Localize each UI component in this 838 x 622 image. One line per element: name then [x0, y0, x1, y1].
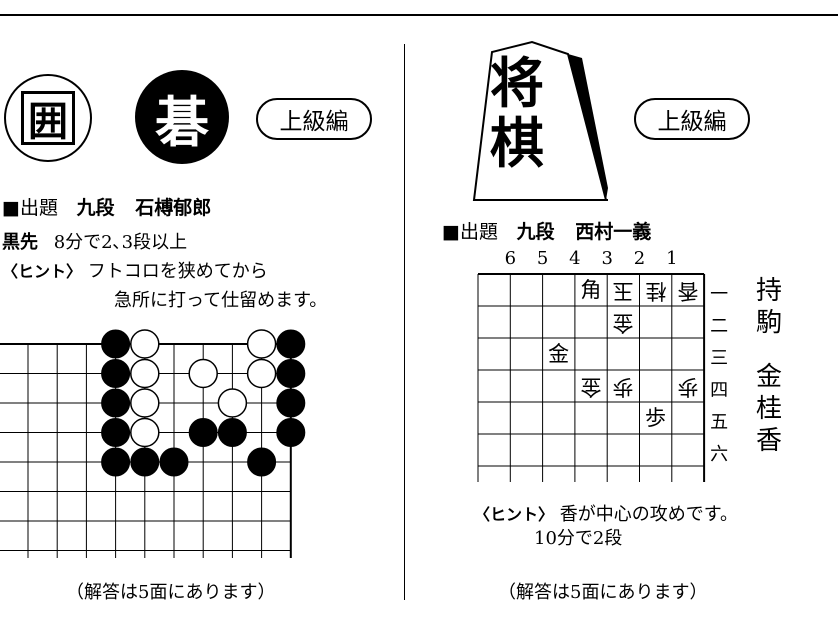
shogi-piece: 香: [677, 279, 699, 303]
column-divider: [404, 44, 405, 600]
black-stone: [276, 418, 306, 447]
shogi-hand-char-4: 桂: [756, 394, 783, 424]
shogi-hand-char-3: 金: [756, 362, 783, 392]
shogi-title-piece: [472, 40, 608, 201]
go-task-line: 黒先 8分で2､3段以上: [2, 228, 187, 254]
white-stone: [217, 388, 248, 418]
shogi-piece: 歩: [612, 375, 634, 399]
white-stone: [130, 388, 160, 418]
go-first-player: 黒先: [2, 232, 38, 253]
shogi-piece: 歩: [645, 406, 666, 430]
go-hint-text-1: フトコロを狭めてから: [87, 261, 268, 282]
shogi-row-label: 三: [710, 348, 729, 369]
go-answer-note: （解答は5面にあります）: [66, 582, 276, 603]
shogi-piece: 桂: [645, 279, 666, 303]
go-problem-heading: ■出題 九段 石榑郁郎: [2, 193, 211, 220]
top-rule: [0, 14, 838, 16]
go-hint-line-1: 〈ヒント〉 フトコロを狭めてから: [2, 257, 268, 283]
black-stone: [130, 447, 160, 477]
black-stone: [276, 329, 306, 359]
shogi-hint-line-1: 〈ヒント〉 香が中心の攻めです。: [474, 500, 738, 526]
shogi-hint-label: 〈ヒント〉: [474, 505, 555, 524]
go-hint-label: 〈ヒント〉: [2, 262, 83, 281]
black-stone: [217, 418, 247, 447]
shogi-piece: 角: [580, 278, 602, 302]
shogi-row-label: 二: [710, 316, 729, 337]
shogi-piece: 金: [612, 311, 634, 335]
shogi-title-char-1: 将: [490, 51, 544, 115]
go-stones: [101, 329, 306, 477]
shogi-hand-char-5: 香: [756, 426, 783, 456]
shogi-answer-note: （解答は5面にあります）: [498, 582, 708, 603]
shogi-hint-text-2: 10分で2段: [534, 528, 623, 549]
go-title-char-1: 囲: [21, 91, 75, 145]
shogi-column-label: 1: [666, 248, 678, 269]
white-stone: [130, 329, 160, 359]
shogi-author-name: 西村一義: [575, 221, 652, 243]
shogi-column-label: 4: [569, 248, 581, 269]
shogi-hint-text-1: 香が中心の攻めです。: [559, 504, 738, 525]
go-problem-label: ■出題: [2, 197, 58, 219]
shogi-piece: 金: [548, 342, 570, 366]
go-title-char-2: 碁: [135, 70, 229, 164]
shogi-board: [477, 273, 706, 482]
shogi-row-label: 四: [710, 380, 729, 401]
go-hint-text-2: 急所に打って仕留めます。: [114, 290, 328, 311]
white-stone: [130, 358, 160, 389]
shogi-row-label: 六: [710, 444, 729, 465]
shogi-column-label: 5: [536, 248, 549, 269]
shogi-piece: 歩: [677, 375, 699, 399]
black-stone: [101, 359, 131, 388]
black-stone: [101, 388, 131, 418]
shogi-board-grid: [477, 273, 706, 482]
white-stone: [246, 358, 277, 389]
shogi-column-label: 2: [633, 248, 646, 269]
black-stone: [188, 418, 218, 447]
shogi-piece: 金: [580, 375, 602, 399]
shogi-piece: 玉: [612, 279, 634, 303]
go-author-rank: 九段: [76, 197, 115, 219]
go-task: 8分で2､3段以上: [53, 232, 188, 253]
shogi-level-badge: 上級編: [634, 98, 750, 140]
shogi-title-char-2: 棋: [490, 111, 544, 175]
black-stone: [276, 388, 306, 418]
black-stone: [101, 418, 131, 447]
shogi-column-label: 3: [601, 248, 613, 269]
white-stone: [130, 417, 160, 448]
shogi-hand-char-1: 持: [756, 276, 783, 306]
white-stone: [246, 329, 277, 359]
black-stone: [247, 447, 277, 477]
black-stone: [276, 359, 306, 388]
white-stone: [188, 358, 218, 389]
black-stone: [159, 447, 189, 477]
shogi-row-label: 一: [710, 284, 729, 305]
black-stone: [101, 447, 131, 477]
go-title-circle-1: 囲: [4, 74, 92, 162]
shogi-problem-heading: ■出題 九段 西村一義: [442, 217, 651, 244]
shogi-row-label: 五: [710, 412, 729, 433]
go-level-badge: 上級編: [256, 98, 372, 140]
go-board: [0, 329, 306, 558]
black-stone: [101, 329, 131, 359]
shogi-author-rank: 九段: [516, 221, 555, 243]
go-author-name: 石榑郁郎: [135, 197, 212, 219]
shogi-column-label: 6: [504, 248, 517, 269]
shogi-hand-char-2: 駒: [756, 308, 783, 338]
shogi-problem-label: ■出題: [442, 221, 498, 243]
